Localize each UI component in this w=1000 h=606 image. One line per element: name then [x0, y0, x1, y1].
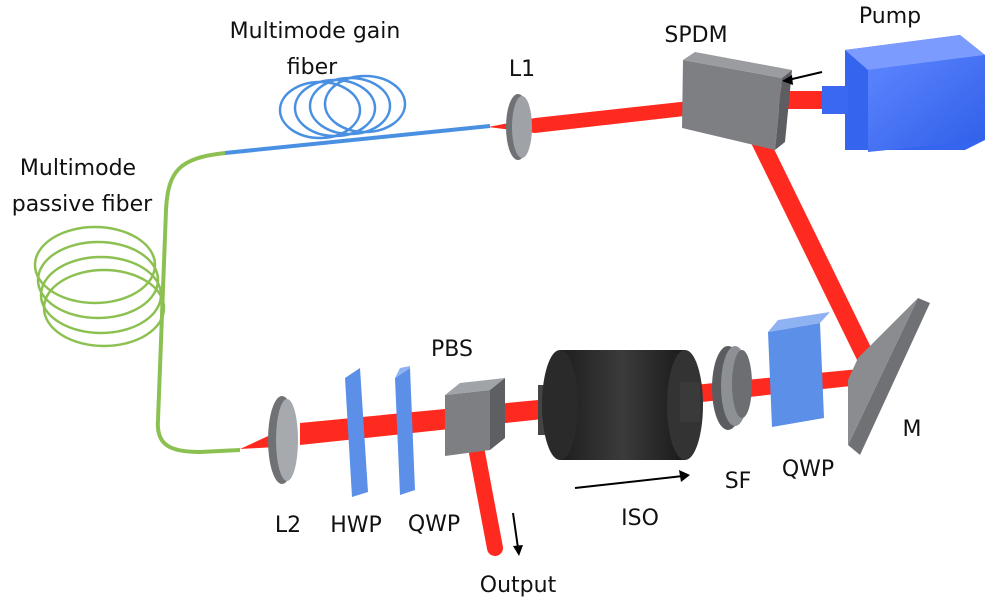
label-output: Output	[480, 573, 557, 598]
label-passive-fiber-line1: Multimode	[20, 156, 136, 181]
qwp-left	[395, 366, 415, 495]
label-hwp: HWP	[330, 513, 382, 538]
output-direction-arrow	[512, 512, 523, 556]
label-passive-fiber-line2: passive fiber	[12, 192, 153, 217]
label-iso: ISO	[621, 506, 659, 531]
qwp-right	[768, 312, 830, 427]
spdm-mirror	[682, 52, 792, 150]
label-l2: L2	[275, 513, 301, 538]
label-qwp-left: QWP	[408, 512, 460, 537]
label-m: M	[903, 417, 922, 442]
iso-direction-arrow	[574, 470, 690, 489]
lens-l1	[506, 94, 532, 160]
multimode-gain-fiber	[224, 74, 491, 155]
label-qwp-right: QWP	[782, 457, 834, 482]
isolator-iso	[538, 350, 703, 460]
label-gain-fiber-line1: Multimode gain	[230, 19, 401, 44]
mirror-m	[848, 298, 930, 455]
label-l1: L1	[509, 57, 535, 82]
label-sf: SF	[725, 469, 752, 494]
label-pbs: PBS	[431, 337, 473, 362]
pbs-cube	[445, 378, 505, 456]
spectral-filter-sf	[712, 346, 752, 430]
multimode-passive-fiber	[33, 151, 241, 455]
label-gain-fiber-line2: fiber	[287, 55, 338, 80]
lens-l2	[268, 396, 298, 484]
label-spdm: SPDM	[664, 23, 727, 48]
label-pump: Pump	[859, 4, 921, 29]
pump-laser	[822, 35, 985, 152]
pump-direction-arrow	[782, 71, 823, 85]
hwp	[345, 368, 368, 497]
